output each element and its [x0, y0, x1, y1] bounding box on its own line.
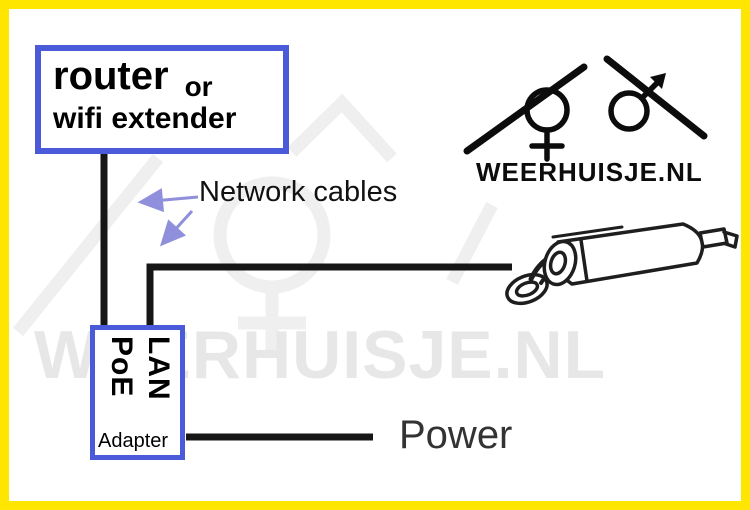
router-label: router: [53, 54, 169, 98]
wifi-extender-label: wifi extender: [53, 102, 237, 135]
adapter-label: Adapter: [98, 430, 169, 452]
network-cables-label: Network cables: [199, 176, 398, 208]
poe-adapter-box: PoE LAN Adapter: [90, 325, 185, 460]
or-label: or: [184, 71, 213, 102]
network-cables-arrow-icon: [137, 188, 199, 247]
logo-text: WEERHUISJE.NL: [476, 157, 703, 187]
camera-illustration: [505, 222, 739, 306]
router-box-line1: router or: [53, 53, 273, 102]
female-symbol-icon: [524, 87, 570, 162]
lan-label: LAN: [142, 336, 175, 401]
logo-mark: [463, 55, 708, 162]
cable-camera-to-adapter: [146, 263, 512, 332]
power-label: Power: [399, 413, 513, 457]
poe-lan-labels: PoE LAN: [104, 336, 175, 401]
male-symbol-icon: [608, 73, 666, 132]
router-box: router or wifi extender: [35, 45, 289, 154]
poe-label: PoE: [105, 336, 138, 398]
